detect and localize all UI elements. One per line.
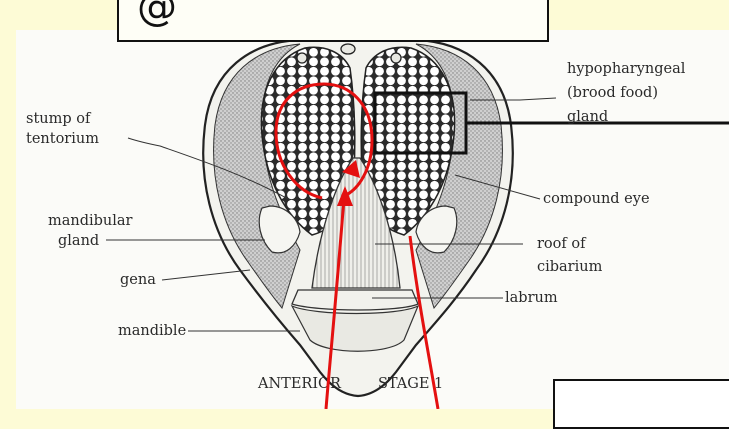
label-roof-of-cibarium-line2: cibarium (537, 259, 603, 275)
label-compound-eye: compound eye (543, 191, 650, 207)
title-glyph: @ (137, 0, 177, 30)
label-hypopharyngeal-line1: hypopharyngeal (567, 61, 686, 77)
slide: hypopharyngeal (brood food) gland stump … (0, 0, 729, 409)
labrum (292, 290, 418, 310)
label-mandibular-gland-line2: gland (58, 233, 99, 249)
leader-gena (162, 270, 250, 280)
label-labrum: labrum (505, 290, 558, 306)
corner-box (553, 379, 729, 429)
label-hypopharyngeal-line2: (brood food) (567, 85, 658, 101)
label-roof-of-cibarium-line1: roof of (537, 236, 587, 252)
label-mandibular-gland-line1: mandibular (48, 213, 133, 229)
label-gena: gena (120, 272, 156, 288)
label-mandible: mandible (118, 323, 186, 339)
head-diagram: hypopharyngeal (brood food) gland stump … (0, 0, 729, 409)
label-stump-of-tentorium-line2: tentorium (26, 131, 99, 147)
title-box: @ (117, 0, 549, 42)
label-hypopharyngeal-line3: gland (567, 109, 608, 125)
label-stump-of-tentorium-line1: stump of (26, 111, 92, 127)
